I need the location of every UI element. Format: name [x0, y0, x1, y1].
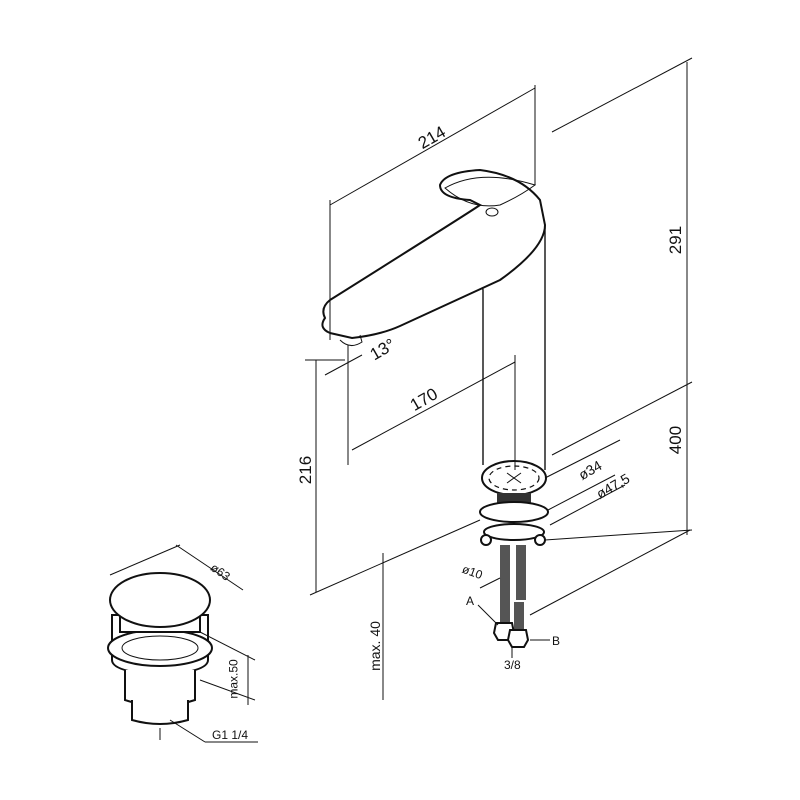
hose-a-label: A: [466, 594, 475, 608]
dim-spout-height-label: 216: [296, 455, 316, 485]
drain-valve: [107, 544, 258, 743]
dim-max-counter-label: max. 40: [366, 621, 383, 671]
drain-max-height-label: max.50: [226, 659, 241, 699]
dim-height-top-label: 291: [666, 225, 686, 255]
dimension-lines: [305, 57, 693, 700]
faucet-body: [321, 168, 549, 648]
drain-thread-label: G1 1/4: [212, 728, 249, 742]
hose-b-label: B: [552, 634, 561, 648]
dim-height-bottom-label: 400: [666, 425, 686, 455]
thread-label: 3/8: [504, 658, 521, 672]
